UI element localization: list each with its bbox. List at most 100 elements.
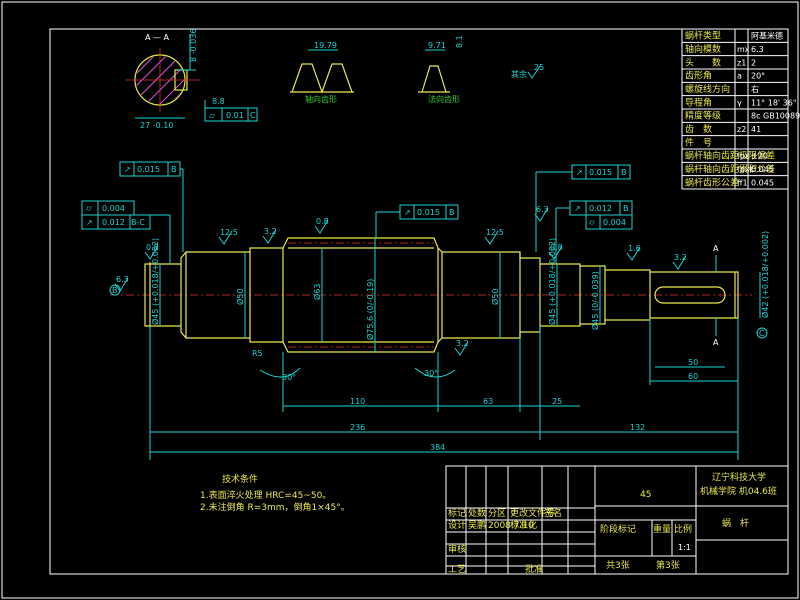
svg-text:↗: ↗ bbox=[124, 165, 131, 174]
title-cell: 更改文件号 bbox=[510, 507, 555, 519]
dim-angle-left: 30° bbox=[282, 373, 296, 382]
section-keyway-dim: 8.8 bbox=[212, 97, 225, 106]
param-value: 41 bbox=[751, 125, 761, 134]
section-mark-top: A bbox=[713, 244, 719, 253]
param-value: 11° 18' 36" bbox=[751, 98, 797, 107]
param-value: 20° bbox=[751, 72, 765, 81]
approve-label: 批准 bbox=[525, 563, 543, 575]
section-depth-dim: 8 -0.036 bbox=[189, 29, 198, 62]
param-value: 2 bbox=[751, 58, 756, 67]
dept-class: 机械学院 机04.6班 bbox=[700, 485, 777, 497]
flatness-datum: C bbox=[250, 111, 256, 120]
param-name: 件 号 bbox=[685, 136, 712, 148]
dim-d-left: Ø45 (+0.018/+0.002) bbox=[150, 238, 160, 325]
param-name: 精度等级 bbox=[685, 110, 721, 122]
roughness-symbol bbox=[144, 245, 159, 260]
axial-caption: 轴向齿形 bbox=[305, 94, 337, 104]
param-symbol: fpxL bbox=[737, 165, 755, 174]
svg-text:↗: ↗ bbox=[86, 218, 93, 227]
param-symbol: a bbox=[737, 72, 742, 81]
school-name: 辽宁科技大学 bbox=[712, 471, 766, 483]
title-cell: 工艺 bbox=[448, 564, 466, 575]
roughness-symbol bbox=[548, 245, 563, 260]
roughness-symbol bbox=[454, 341, 469, 356]
roughness-symbol bbox=[218, 230, 233, 245]
svg-text:0.012: 0.012 bbox=[102, 218, 125, 227]
roughness-value: 0.8 bbox=[316, 217, 329, 226]
param-name: 轴向模数 bbox=[685, 43, 721, 55]
param-value: 0.045 bbox=[751, 178, 774, 187]
normal-tooth-profile: 9.71 8.1 法向齿形 bbox=[418, 35, 464, 104]
datum-b-label: B bbox=[112, 286, 118, 295]
title-cell: 标记 bbox=[448, 507, 466, 519]
section-label: A — A bbox=[145, 33, 170, 42]
other-roughness-label: 其余 bbox=[511, 69, 527, 79]
svg-text:⏥: ⏥ bbox=[209, 111, 216, 120]
title-cell: 分区 bbox=[488, 508, 506, 519]
material: 45 bbox=[640, 490, 651, 500]
param-value: 0.045 bbox=[751, 165, 774, 174]
dim-len-384: 384 bbox=[430, 443, 445, 452]
dim-d-tip: Ø75.6 (0/-0.19) bbox=[365, 279, 375, 340]
roughness-symbol bbox=[262, 229, 277, 244]
param-value: 6.3 bbox=[751, 45, 764, 54]
svg-text:0.015: 0.015 bbox=[417, 208, 440, 217]
param-symbol: ff1 bbox=[737, 178, 748, 187]
param-name: 导程角 bbox=[685, 96, 712, 108]
roughness-value: 12.5 bbox=[486, 228, 504, 237]
other-roughness-value: 25 bbox=[534, 63, 544, 72]
dim-len-25: 25 bbox=[552, 397, 562, 406]
roughness-symbol bbox=[626, 246, 641, 261]
dim-d-end: Ø42 (+0.018/+0.002) bbox=[760, 231, 770, 318]
datum-c-label: C bbox=[759, 329, 765, 338]
dim-end-len: 60 bbox=[688, 372, 698, 381]
svg-text:↗: ↗ bbox=[574, 204, 581, 213]
dim-d-shoulder-right: Ø50 bbox=[490, 289, 500, 305]
param-symbol: γ bbox=[737, 98, 742, 107]
title-cell: 处数 bbox=[468, 507, 486, 519]
roughness-value: 3.2 bbox=[456, 339, 469, 348]
weight-label: 重量 bbox=[653, 523, 671, 535]
tech-item-2: 2.未注倒角 R=3mm，倒角1×45°。 bbox=[200, 501, 350, 513]
roughness-symbol bbox=[484, 230, 499, 245]
section-view-a-a: A — A 8 -0.036 27 -0.10 8.8 ⏥ 0.01 C bbox=[125, 29, 258, 130]
roughness-value: 1.6 bbox=[628, 244, 641, 253]
dim-angle-right: 30° bbox=[424, 369, 438, 378]
roughness-value: 6.3 bbox=[536, 205, 549, 214]
title-cell: 审核 bbox=[448, 543, 466, 555]
gdt-runout-left2 bbox=[81, 214, 151, 230]
sheets-total: 共3张 bbox=[606, 560, 630, 571]
svg-text:⌭: ⌭ bbox=[589, 218, 595, 227]
dim-len-110: 110 bbox=[350, 397, 365, 406]
param-name: 头 数 bbox=[685, 56, 721, 68]
title-cell: 吴鹏 bbox=[468, 519, 486, 531]
roughness-symbol bbox=[114, 277, 129, 292]
title-block: 45 辽宁科技大学 机械学院 机04.6班 蜗 杆 阶段标记 重量 比例 1:1… bbox=[445, 465, 789, 575]
keyway-slot bbox=[654, 286, 726, 304]
dim-len-132: 132 bbox=[630, 423, 645, 432]
param-name: 蜗杆轴向齿距极限偏差 bbox=[685, 150, 775, 162]
gdt-frames: ↗ 0.015 B ⌭ 0.004 ↗ 0.012 B-C ↗ 0.015 B … bbox=[81, 161, 633, 264]
param-value: 阿基米德 bbox=[751, 31, 783, 41]
param-symbol: mx bbox=[737, 45, 750, 54]
svg-text:⌭: ⌭ bbox=[86, 204, 92, 213]
title-cell: 签名 bbox=[544, 507, 562, 519]
normal-depth-dim: 8.1 bbox=[455, 35, 464, 48]
svg-text:B: B bbox=[623, 204, 629, 213]
svg-text:B-C: B-C bbox=[131, 218, 145, 227]
part-name: 蜗 杆 bbox=[722, 517, 749, 529]
normal-pitch-dim: 9.71 bbox=[428, 41, 446, 50]
flatness-tol: 0.01 bbox=[226, 111, 244, 120]
section-mark-bottom: A bbox=[713, 338, 719, 347]
technical-requirements: 技术条件 1.表面淬火处理 HRC=45~50。 2.未注倒角 R=3mm，倒角… bbox=[200, 473, 350, 513]
param-name: 蜗杆齿形公差 bbox=[685, 176, 739, 188]
diameter-dimensions: Ø45 (+0.018/+0.002) Ø50 Ø63 Ø75.6 (0/-0.… bbox=[150, 231, 770, 352]
svg-text:0.015: 0.015 bbox=[589, 168, 612, 177]
param-name: 齿 数 bbox=[685, 123, 712, 135]
dim-d-shoulder-left: Ø50 bbox=[235, 289, 245, 305]
roughness-value: 3.2 bbox=[674, 253, 687, 262]
gdt-cyl-right bbox=[585, 214, 633, 230]
axial-tooth-profile: 19.79 轴向齿形 bbox=[290, 41, 354, 104]
